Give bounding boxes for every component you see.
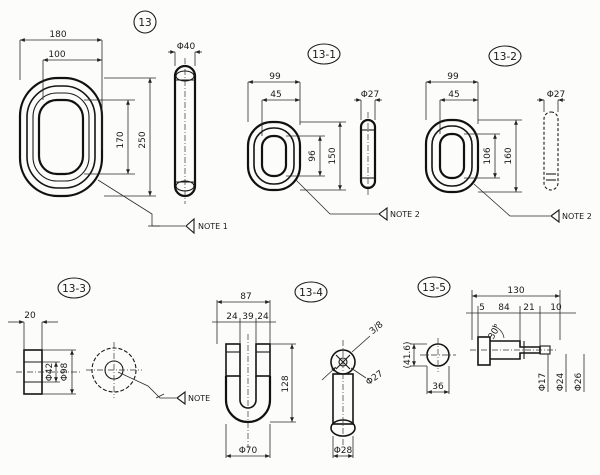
figure-13-3-bubble	[57, 277, 91, 299]
figure-13-2-note: NOTE 2	[562, 212, 592, 221]
dim-13-outer-height: 250	[138, 131, 148, 148]
figure-13-3-front-view	[86, 342, 142, 398]
figure-13-3-label: 13-3	[62, 283, 86, 295]
dim-13-4-overall-width: 87	[240, 292, 251, 302]
dim-13-5-seg-c: 21	[523, 303, 534, 313]
dim-13-5-seg-b: 84	[498, 303, 510, 313]
dim-13-4-seg-a: 24	[226, 312, 238, 322]
dim-13-5-overall-length: 130	[507, 286, 524, 296]
dim-13-5-head-width: 36	[432, 382, 444, 392]
dim-13-2-overall-width: 99	[447, 72, 459, 82]
dim-13-1-diameter: Φ27	[361, 90, 380, 100]
figure-13-1-note: NOTE 2	[390, 210, 420, 219]
figure-13: 13 180 100 170 250	[18, 10, 228, 235]
dim-13-2-inner-width: 45	[448, 90, 459, 100]
figure-13-2-link-front	[424, 118, 480, 194]
dim-13-2-inner-height: 106	[483, 147, 493, 164]
figure-13-5-bubble	[417, 276, 451, 298]
dim-13-4-pin-diameter: Φ27	[364, 369, 385, 388]
figure-13-1-link-side	[359, 112, 377, 196]
figure-13-4-shackle-side	[330, 340, 356, 446]
figure-13-2: 13-2 99 45 106 160 Φ27	[424, 45, 592, 224]
dim-13-5-seg-a: 5	[479, 303, 485, 313]
dim-13-4-seg-b: 39	[242, 312, 254, 322]
dim-13-4-seg-c: 24	[257, 312, 269, 322]
figure-13-1: 13-1 99 45 96 150 Φ27	[246, 43, 420, 222]
figure-13-bubble	[133, 10, 157, 34]
figure-13-1-label: 13-1	[312, 49, 336, 61]
figure-13-5-label: 13-5	[422, 282, 446, 294]
figure-13-4-label: 13-4	[299, 287, 323, 299]
dim-13-2-outer-height: 160	[504, 147, 514, 164]
figure-13-3-note: NOTE	[188, 394, 210, 403]
dim-13-5-d3: Φ26	[574, 372, 584, 391]
figure-13-2-label: 13-2	[493, 51, 517, 63]
dim-13-4-pin-label: 3/8	[368, 320, 386, 337]
figure-13-4-shackle-front	[224, 334, 272, 448]
figure-13-3-side-view	[16, 349, 80, 395]
figure-13-1-link-front	[246, 120, 302, 192]
figure-13-2-link-side	[543, 111, 559, 191]
figure-13-link-front	[18, 76, 104, 198]
figure-13-label: 13	[138, 17, 151, 29]
dim-13-inner-width: 100	[48, 50, 65, 60]
dim-13-5-d2: Φ24	[556, 372, 566, 391]
dim-13-4-bottom-diameter: Φ70	[239, 446, 258, 456]
dim-13-5-angle: 30°	[487, 323, 504, 342]
dim-13-5-head-height: (41.6)	[403, 341, 413, 368]
dim-13-1-outer-height: 150	[328, 147, 338, 164]
dim-13-1-overall-width: 99	[269, 72, 281, 82]
dim-13-3-thickness: 20	[24, 311, 36, 321]
figure-13-4-bubble	[294, 281, 328, 303]
dim-13-inner-height: 170	[116, 131, 126, 148]
dim-13-2-diameter: Φ27	[547, 90, 566, 100]
dim-13-3-outer-diameter: Φ98	[60, 362, 70, 381]
figure-13-5: 13-5 (41.6) 36 130 5 84 21	[403, 276, 585, 394]
figure-13-note: NOTE 1	[198, 222, 228, 231]
dim-13-1-inner-width: 45	[270, 90, 281, 100]
figure-13-5-bolt-end-view	[420, 338, 456, 372]
dim-13-5-seg-d: 10	[550, 303, 562, 313]
figure-13-2-bubble	[488, 45, 522, 67]
figure-13-4: 13-4 87 24 39 24 128 Φ70	[212, 281, 386, 458]
figure-13-1-bubble	[307, 43, 341, 65]
figure-13-3: 13-3 20 Φ42 Φ98 NOTE	[8, 277, 210, 406]
dim-13-5-d1: Φ17	[538, 373, 548, 392]
dim-13-4-height: 128	[281, 375, 291, 392]
figure-13-link-side	[173, 58, 197, 204]
dim-13-4-ring-diameter: Φ28	[334, 446, 353, 456]
figure-13-5-bolt-side-view	[470, 336, 556, 366]
dim-13-overall-width: 180	[49, 30, 66, 40]
dim-13-diameter: Φ40	[177, 42, 196, 52]
dim-13-3-inner-diameter: Φ42	[45, 363, 55, 382]
dim-13-1-inner-height: 96	[308, 150, 318, 162]
